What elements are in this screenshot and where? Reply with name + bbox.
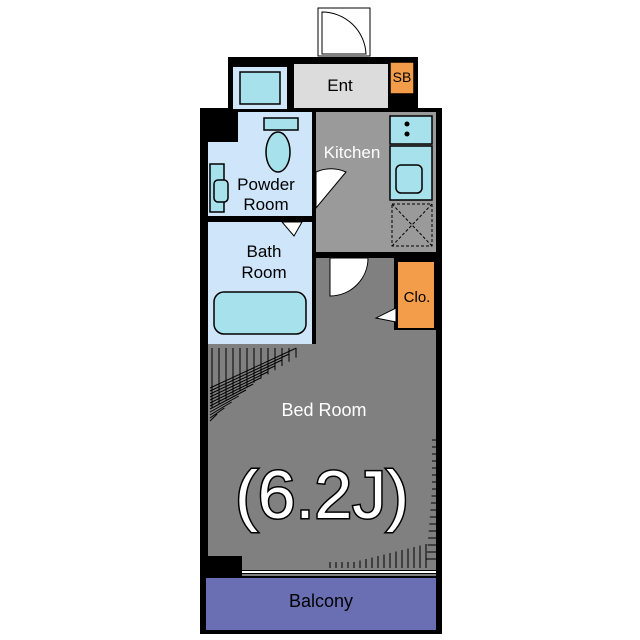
- stove: [389, 115, 433, 145]
- balcony: [206, 578, 436, 630]
- entrance-door: [317, 7, 371, 57]
- closet: [398, 262, 434, 328]
- entrance-floor: [294, 64, 388, 108]
- bed-room-floor: [208, 344, 436, 570]
- shoe-box-label: SB: [393, 69, 412, 85]
- interior-wall: [312, 252, 436, 258]
- closet-label: Clo.: [404, 289, 431, 306]
- powder-room-door: [315, 168, 347, 210]
- powder-room-label-line1: Powder: [237, 175, 295, 194]
- kitchen-label: Kitchen: [324, 143, 381, 162]
- closet-door: [374, 307, 397, 323]
- stove-burner-2: [404, 131, 410, 137]
- toilet-tank: [263, 117, 299, 131]
- balcony-label: Balcony: [289, 591, 353, 611]
- bathtub: [213, 291, 307, 335]
- sink-basin: [395, 164, 423, 194]
- wall-shadow-hatch: [329, 439, 436, 568]
- stove-burner-1: [404, 121, 410, 127]
- wall-shadow-hatch: [209, 347, 297, 422]
- fridge-space: [391, 203, 433, 247]
- entrance-label: Ent: [327, 76, 353, 95]
- room-size-label: (6.2J): [235, 457, 409, 533]
- bed-room-label: Bed Room: [281, 400, 366, 420]
- toilet-bowl: [265, 131, 291, 173]
- bath-room-door: [280, 221, 303, 237]
- interior-wall: [208, 216, 312, 222]
- bath-room-label-line2: Room: [241, 263, 286, 282]
- bath-room-label-line1: Bath: [247, 242, 282, 261]
- wash-basin: [213, 179, 229, 203]
- shoe-box: [389, 61, 415, 95]
- window-panel: [239, 71, 281, 105]
- interior-wall: [312, 112, 316, 348]
- bed-room-door: [329, 257, 369, 297]
- pipe-shaft: [208, 112, 238, 142]
- powder-room-label-line2: Room: [243, 195, 288, 214]
